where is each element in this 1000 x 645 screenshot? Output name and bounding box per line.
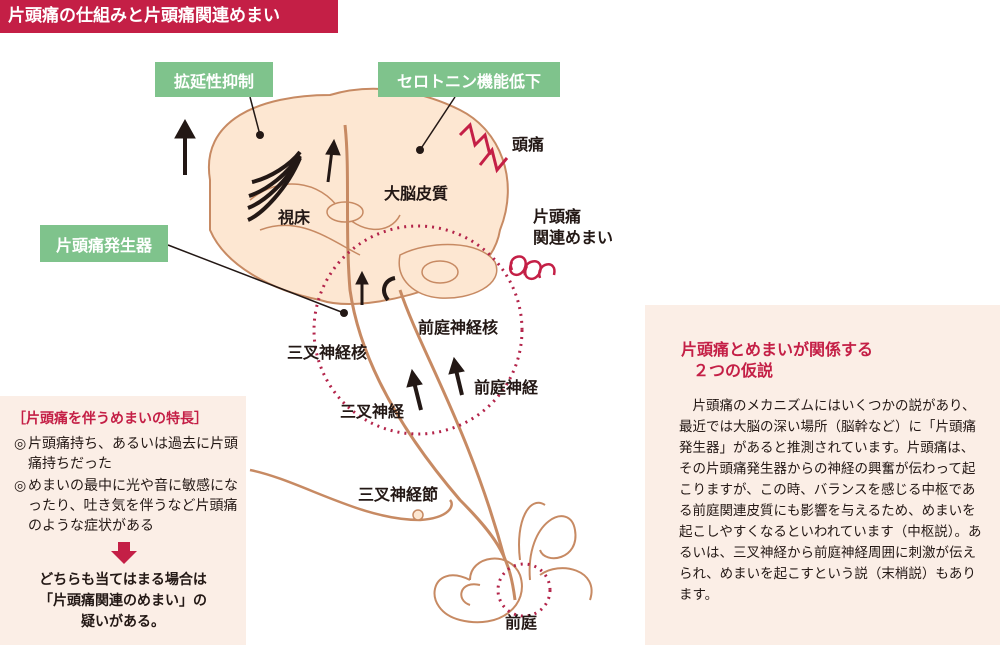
mav-label: 片頭痛 関連めまい (533, 206, 613, 248)
feature-item: ◎ 片頭痛持ち、あるいは過去に片頭痛持ちだった (14, 434, 242, 474)
arrow-vestibular-nerve-icon (448, 356, 465, 396)
feature-text: めまいの最中に光や音に敏感になったり、吐き気を伴うなど片頭痛のような症状がある (28, 478, 238, 534)
hypothesis-heading-line: ２つの仮説 (693, 361, 774, 380)
arrow-trigeminal-nerve-icon (406, 368, 423, 411)
generator-label: 片頭痛発生器 (40, 225, 168, 262)
vestibular-nucleus-label: 前庭神経核 (418, 318, 499, 337)
dilation-leader (249, 96, 261, 136)
conclusion-line: 「片頭痛関連のめまい」の (39, 593, 207, 609)
hypothesis-heading: 片頭痛とめまいが関係する ２つの仮説 (681, 339, 981, 381)
features-header: ［片頭痛を伴うめまいの特長］ (12, 411, 208, 427)
arrow-up-icon (325, 138, 341, 183)
feature-mark: ◎ (14, 478, 27, 494)
page-title: 片頭痛の仕組みと片頭痛関連めまい (0, 0, 338, 33)
features-conclusion: どちらも当てはまる場合は 「片頭痛関連のめまい」の 疑いがある。 (10, 570, 236, 633)
arrow-down-icon (111, 542, 137, 564)
curved-arrow-icon (382, 276, 396, 302)
brainstem-highlight (312, 224, 524, 436)
hypothesis-heading-line: 片頭痛とめまいが関係する (681, 340, 874, 359)
hypothesis-panel: 片頭痛とめまいが関係する ２つの仮説 片頭痛のメカニズムにはいくつかの説があり、… (645, 305, 1000, 645)
arrow-trigeminal-nucleus-icon (355, 270, 369, 305)
serotonin-label: セロトニン機能低下 (378, 62, 560, 97)
conclusion-line: 疑いがある。 (81, 614, 165, 630)
thalamus-label: 視床 (278, 208, 311, 227)
trigeminal-nucleus-label: 三叉神経核 (287, 343, 368, 362)
headache-label: 頭痛 (512, 135, 545, 154)
vestibule-highlight (496, 562, 552, 618)
dilation-label: 拡延性抑制 (155, 62, 273, 97)
generator-leader (167, 244, 345, 314)
cortex-label: 大脳皮質 (384, 184, 449, 203)
vestibule-label: 前庭 (505, 613, 538, 632)
features-panel: ［片頭痛を伴うめまいの特長］ ◎ 片頭痛持ち、あるいは過去に片頭痛持ちだった ◎… (0, 396, 246, 645)
trigeminal-ganglion-label: 三叉神経節 (358, 485, 439, 504)
nerve-pathway (343, 124, 517, 601)
mav-label-line2: 関連めまい (533, 228, 614, 247)
inner-ear (433, 502, 593, 624)
feature-item: ◎ めまいの最中に光や音に敏感になったり、吐き気を伴うなど片頭痛のような症状があ… (14, 476, 242, 536)
arrow-up-large-icon (174, 118, 196, 175)
conclusion-line: どちらも当てはまる場合は (39, 572, 207, 588)
headache-icon (458, 122, 509, 174)
feature-mark: ◎ (14, 436, 27, 452)
mav-label-line1: 片頭痛 (533, 207, 582, 226)
vertigo-icon (509, 255, 556, 281)
feature-text: 片頭痛持ち、あるいは過去に片頭痛持ちだった (28, 436, 238, 472)
vestibular-nerve-label: 前庭神経 (474, 378, 539, 397)
trigeminal-nerve-branch (249, 468, 453, 522)
serotonin-leader (419, 96, 456, 151)
spreading-waves-icon (247, 150, 302, 222)
hypothesis-body: 片頭痛のメカニズムにはいくつかの説があり、最近では大脳の深い場所（脳幹など）に「… (679, 398, 982, 603)
trigeminal-nerve-label: 三叉神経 (340, 402, 405, 421)
